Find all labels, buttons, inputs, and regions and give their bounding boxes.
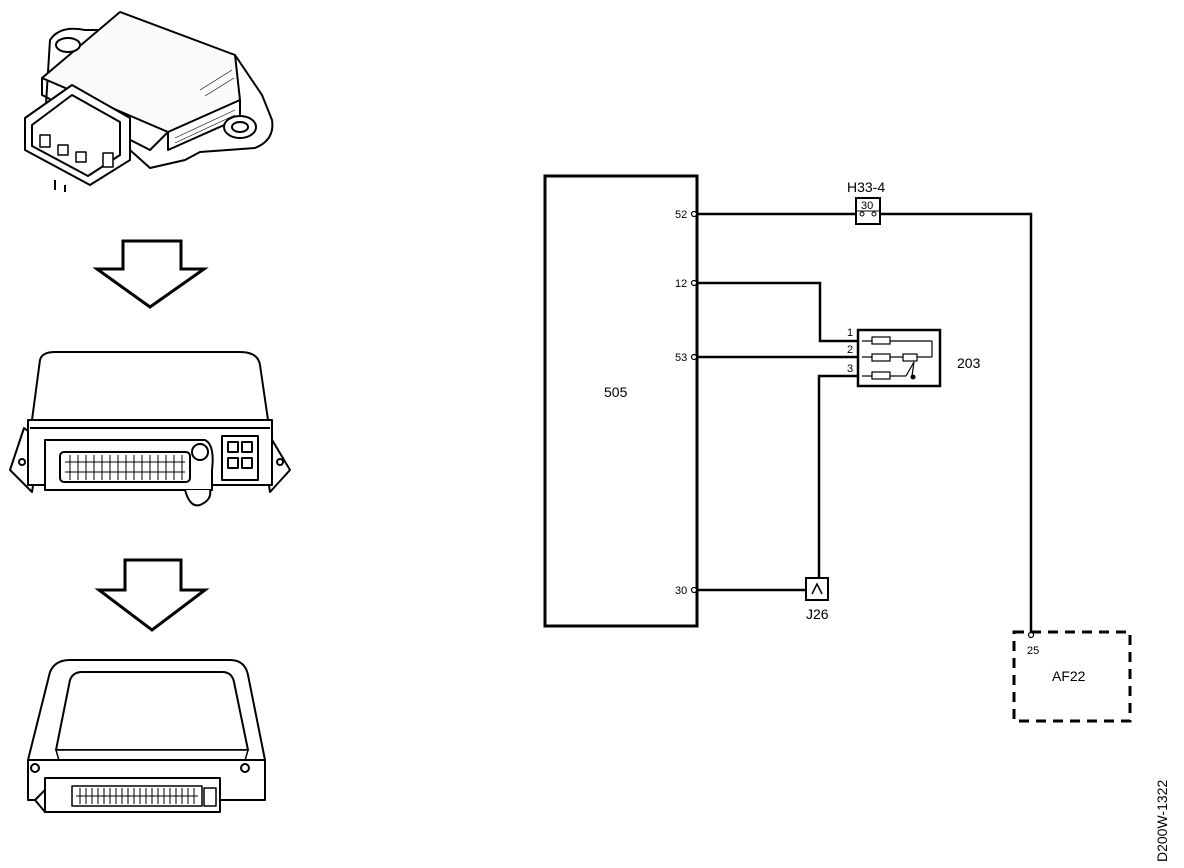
ecu-505-label: 505: [604, 384, 628, 400]
connector-h33-label: H33-4: [847, 179, 885, 195]
down-arrow-icon: [94, 558, 210, 632]
connector-h33-4: 30: [855, 197, 881, 225]
ground-point-j26-label: J26: [806, 606, 829, 622]
sensor-pin-3-label: 3: [847, 363, 853, 375]
ecu-505-box: [543, 174, 699, 628]
throttle-sensor-label: 203: [957, 355, 981, 371]
ecu-pin-12-label: 12: [675, 278, 687, 290]
wire-sensor3-j26: [817, 374, 858, 580]
ground-point-j26: [805, 577, 829, 601]
ecu-pin-52-label: 52: [675, 209, 687, 221]
module-af22-label: AF22: [1052, 668, 1086, 684]
control-unit-new-illustration: [27, 659, 266, 813]
sensor-pin-2-label: 2: [847, 344, 853, 356]
wires: [697, 212, 1033, 632]
connector-h33-pin-label: 30: [861, 200, 873, 212]
ecu-pin-terminals: [690, 210, 698, 594]
module-af22-pin-terminal: [1027, 631, 1035, 639]
ecu-pin-53-label: 53: [675, 352, 687, 364]
module-af22-pin-label: 25: [1027, 645, 1039, 657]
down-arrow-icon: [92, 239, 209, 309]
ecu-pin-30-label: 30: [675, 585, 687, 597]
control-unit-old-illustration: [9, 351, 291, 507]
module-af22-box: [1012, 630, 1132, 723]
sensor-pin-1-label: 1: [847, 327, 853, 339]
throttle-sensor-203: [856, 328, 942, 388]
wire-h33-af22: [880, 212, 1033, 632]
wire-12-sensor1: [697, 281, 858, 343]
drawing-code-label: D200W-1322: [1154, 780, 1170, 862]
throttle-position-sensor-illustration: [24, 11, 274, 192]
